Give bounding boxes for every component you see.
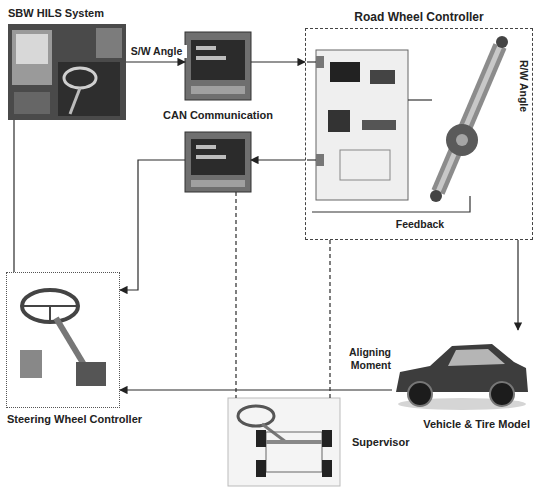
controller-group: Steering Wheel Controller (6, 272, 120, 408)
supervisor-figure: Supervisor (228, 398, 340, 486)
car-wheel (408, 382, 432, 406)
tie-rod-end (430, 190, 442, 202)
figure-ground (228, 398, 340, 486)
controller-board (316, 50, 408, 200)
node-heading: Road Wheel Controller (354, 10, 483, 24)
tyre (256, 460, 266, 477)
connector (126, 61, 185, 62)
board-connector (316, 154, 324, 166)
module-led (196, 56, 226, 60)
edge-label: Aligning Moment (336, 346, 392, 372)
steering-column (70, 88, 80, 114)
connector (120, 160, 185, 290)
node-heading: Steering Wheel Controller (7, 413, 142, 426)
rack-actuator (430, 36, 508, 202)
chip (330, 62, 360, 82)
node-heading: Supervisor (352, 436, 409, 449)
connector (235, 192, 236, 398)
module-face (191, 139, 245, 175)
board-trace (340, 150, 390, 180)
tyre (322, 430, 332, 447)
module-case (185, 32, 251, 100)
vehicle-model: Vehicle & Tire Model (392, 330, 530, 412)
connector (120, 389, 392, 390)
connector (251, 61, 305, 62)
node-heading: SBW HILS System (8, 7, 104, 20)
node-heading: Vehicle & Tire Model (423, 418, 530, 431)
module-connector (191, 180, 245, 187)
chip (362, 120, 396, 130)
motor (446, 124, 478, 156)
wire (307, 61, 316, 62)
rack (262, 440, 330, 444)
connector (251, 159, 305, 160)
module-led (196, 145, 216, 149)
motor-hub (456, 134, 468, 146)
wire (307, 159, 316, 160)
signal-label: R/W Angle (518, 60, 530, 112)
photo-ground (8, 24, 126, 120)
driver-seat (58, 62, 120, 116)
can-module (185, 132, 251, 192)
tyre (322, 460, 332, 477)
chassis-frame (266, 432, 322, 472)
tyre (256, 430, 266, 447)
car-wheel (490, 382, 514, 406)
module-face (191, 40, 245, 80)
monitor-screen (16, 34, 48, 64)
wheel-spoke (49, 306, 51, 321)
desk (14, 92, 50, 114)
chip (370, 70, 395, 84)
node-heading: CAN Communication (161, 109, 275, 122)
board (316, 50, 408, 200)
feedback-wire (312, 196, 470, 212)
steering-unit (20, 290, 106, 386)
car-window (448, 349, 505, 366)
monitor-frame (12, 30, 52, 85)
reaction-motor (76, 362, 106, 386)
edge-label: S/W Angle (126, 45, 187, 58)
angle-sensor (20, 350, 42, 378)
photo-node: SBW HILS System (8, 24, 126, 120)
signal-label: Feedback (396, 218, 444, 230)
controller-group: Road Wheel Controller (305, 28, 533, 240)
board-connector (316, 56, 324, 68)
module-connector (191, 86, 245, 94)
wire (408, 99, 432, 100)
hils-photo (8, 24, 126, 120)
chip (328, 110, 350, 132)
connector (329, 240, 330, 398)
module-case (185, 132, 251, 192)
rack-cabinet (96, 28, 122, 58)
car-figure (396, 344, 528, 410)
tie-rod-end (496, 36, 508, 48)
steering-wheel-symbol (238, 406, 274, 426)
module-led (196, 46, 216, 50)
module-led (196, 155, 226, 159)
steering-column (56, 318, 86, 368)
steering-wheel-symbol (64, 68, 96, 88)
rack-highlight (438, 46, 500, 192)
chassis-figure (228, 398, 340, 486)
connector (13, 120, 14, 272)
rack-housing (438, 46, 500, 192)
connector (517, 240, 518, 330)
steering-wheel-symbol (22, 290, 78, 322)
can-module-pair: CAN Communication (185, 32, 251, 192)
can-module (185, 32, 251, 100)
